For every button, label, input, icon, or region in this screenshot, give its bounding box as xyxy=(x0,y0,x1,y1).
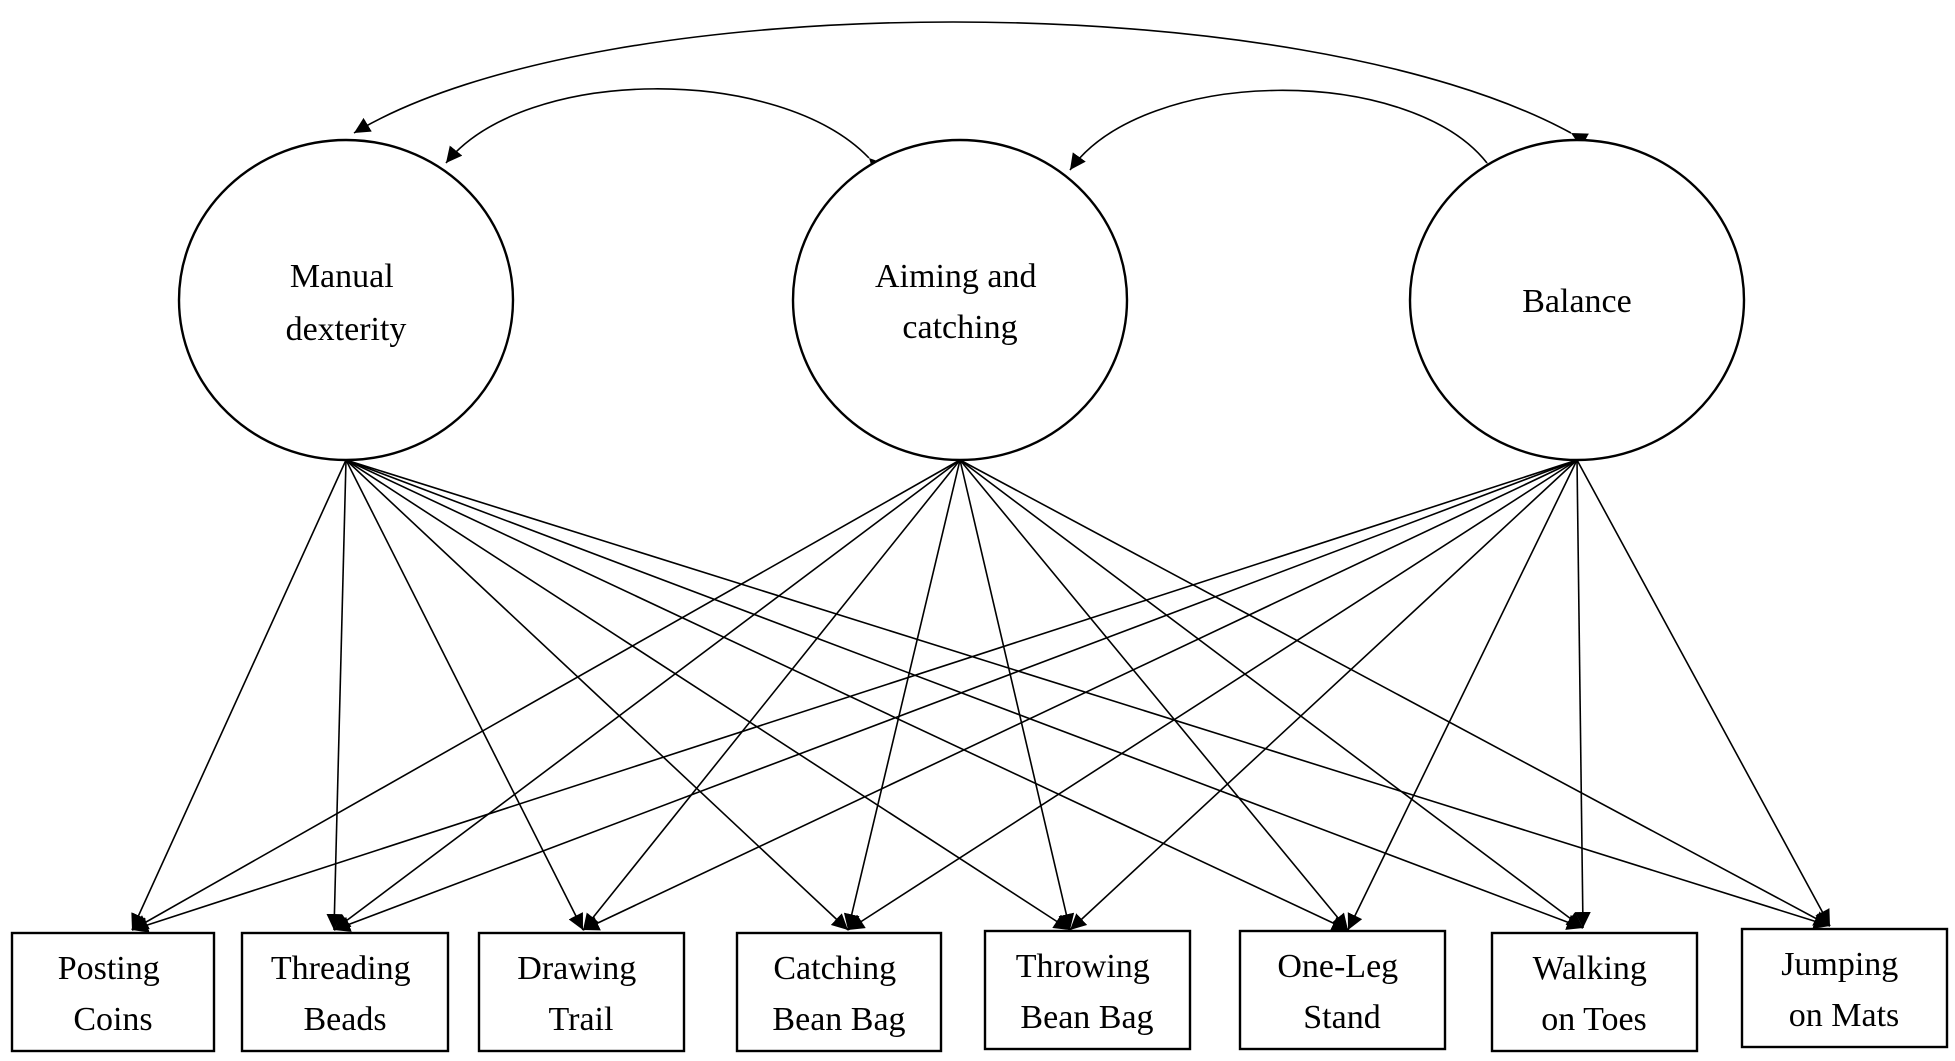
indicator-label-line: Jumping xyxy=(1781,946,1898,983)
indicator-label-line: Bean Bag xyxy=(1020,999,1153,1036)
loading-arrow-aiming-to-posting xyxy=(131,459,961,931)
indicator-label-line: Throwing xyxy=(1016,948,1150,985)
loading-arrow-balance-to-oneleg xyxy=(1347,459,1578,931)
observed-indicators: Posting Coins Threading Beads Drawing Tr… xyxy=(10,927,1949,1053)
indicator-label-line: Posting xyxy=(58,950,160,987)
loading-arrow-manual-to-threading xyxy=(326,459,347,931)
loading-arrow-balance-to-jumping xyxy=(1576,459,1831,927)
indicator-walking-on-toes: Walking on Toes xyxy=(1490,931,1699,1053)
indicator-label-line: Drawing xyxy=(517,950,636,987)
indicator-label: Posting Coins xyxy=(58,950,169,1038)
loading-arrow-balance-to-posting xyxy=(131,459,1578,933)
indicator-one-leg-stand: One-Leg Stand xyxy=(1238,929,1447,1051)
indicator-throwing-bean-bag: Throwing Bean Bag xyxy=(983,929,1192,1051)
indicator-label-line: Catching xyxy=(773,950,896,987)
indicator-label: Threading Beads xyxy=(271,950,419,1038)
factor-label-line: dexterity xyxy=(286,311,407,348)
loading-arrow-manual-to-oneleg xyxy=(345,459,1349,931)
factor-label-line: Balance xyxy=(1522,283,1632,320)
indicator-label: Jumping on Mats xyxy=(1781,946,1907,1034)
loading-arrow-manual-to-throwing xyxy=(345,459,1071,931)
indicator-jumping-on-mats: Jumping on Mats xyxy=(1740,927,1949,1049)
loading-arrow-manual-to-jumping xyxy=(345,459,1831,929)
factor-label-line: catching xyxy=(902,309,1017,346)
indicator-box xyxy=(10,931,216,1053)
factor-circle xyxy=(177,138,515,462)
indicator-label-line: Coins xyxy=(73,1001,152,1038)
indicator-label: Throwing Bean Bag xyxy=(1016,948,1159,1036)
loading-arrow-balance-to-drawing xyxy=(582,459,1578,931)
indicator-box xyxy=(1740,927,1949,1049)
loading-arrow-aiming-to-oneleg xyxy=(959,459,1349,931)
factor-label-line: Manual xyxy=(290,258,394,295)
loading-arrow-aiming-to-threading xyxy=(333,459,961,931)
loading-arrow-balance-to-threading xyxy=(333,459,1578,932)
factor-circle xyxy=(791,138,1129,462)
loading-arrow-manual-to-posting xyxy=(131,459,347,931)
loading-arrow-balance-to-walking xyxy=(1574,459,1591,929)
indicator-label-line: on Mats xyxy=(1789,997,1900,1034)
indicator-posting-coins: Posting Coins xyxy=(10,931,216,1053)
indicator-label-line: Beads xyxy=(303,1001,386,1038)
indicator-label: Drawing Trail xyxy=(517,950,644,1038)
loading-arrow-manual-to-walking xyxy=(345,459,1584,930)
factor-label-line: Aiming and xyxy=(875,258,1036,295)
indicator-label: Catching Bean Bag xyxy=(772,950,905,1038)
factor-label: Aiming and catching xyxy=(875,258,1045,346)
loading-arrow-balance-to-throwing xyxy=(1069,459,1578,931)
factor-manual-dexterity: Manual dexterity xyxy=(177,138,515,462)
indicator-label-line: Threading xyxy=(271,950,411,987)
indicator-box xyxy=(735,931,943,1053)
covariance-arc-aiming-balance xyxy=(1069,89,1504,181)
factor-label: Manual dexterity xyxy=(286,258,407,348)
loading-arrow-balance-to-catching xyxy=(847,459,1578,931)
covariance-arc-manual-balance xyxy=(353,21,1589,148)
indicator-box xyxy=(983,929,1192,1051)
factor-aiming-and-catching: Aiming and catching xyxy=(791,138,1129,462)
factor-label: Balance xyxy=(1522,283,1632,320)
loading-arrow-aiming-to-walking xyxy=(959,459,1584,929)
indicator-threading-beads: Threading Beads xyxy=(240,931,450,1053)
indicator-drawing-trail: Drawing Trail xyxy=(477,931,686,1053)
factor-loading-arrows xyxy=(131,459,1831,933)
loading-arrow-aiming-to-throwing xyxy=(959,459,1075,931)
covariance-arc-manual-aiming xyxy=(445,88,886,176)
factor-balance: Balance xyxy=(1408,138,1746,462)
indicator-label-line: Bean Bag xyxy=(772,1001,905,1038)
loading-arrow-aiming-to-catching xyxy=(843,459,961,931)
indicator-label: One-Leg Stand xyxy=(1277,948,1406,1036)
indicator-box xyxy=(240,931,450,1053)
loading-arrow-aiming-to-jumping xyxy=(959,459,1831,927)
indicator-label-line: Trail xyxy=(549,1001,614,1038)
indicator-label-line: One-Leg xyxy=(1277,948,1398,985)
indicator-box xyxy=(1490,931,1699,1053)
loading-arrow-manual-to-drawing xyxy=(345,459,584,931)
indicator-box xyxy=(477,931,686,1053)
loading-arrow-aiming-to-drawing xyxy=(582,459,961,931)
factor-circle xyxy=(1408,138,1746,462)
latent-factors: Manual dexterity Aiming and catching Bal… xyxy=(177,138,1746,462)
indicator-label: Walking on Toes xyxy=(1533,950,1656,1038)
indicator-label-line: Stand xyxy=(1303,999,1380,1036)
covariance-arcs xyxy=(353,21,1589,181)
indicator-label-line: on Toes xyxy=(1541,1001,1647,1038)
indicator-box xyxy=(1238,929,1447,1051)
indicator-label-line: Walking xyxy=(1533,950,1647,987)
loading-arrow-manual-to-catching xyxy=(345,459,849,931)
indicator-catching-bean-bag: Catching Bean Bag xyxy=(735,931,943,1053)
